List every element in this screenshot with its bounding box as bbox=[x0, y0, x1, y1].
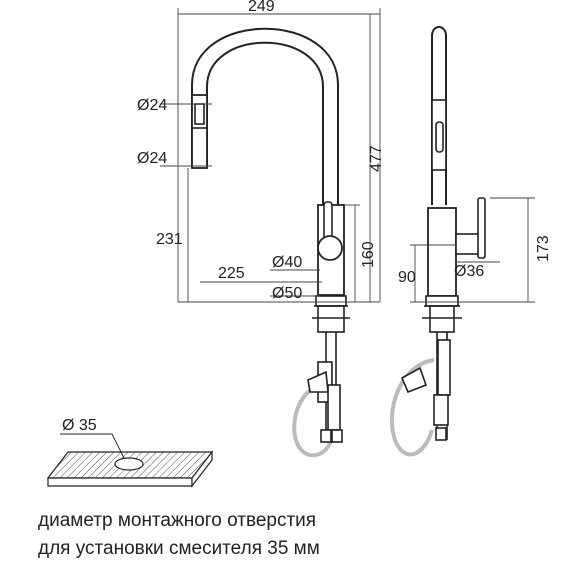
side-view bbox=[389, 26, 486, 457]
caption-line-1: диаметр монтажного отверстия bbox=[38, 510, 317, 531]
front-handle-knob bbox=[317, 235, 343, 261]
dim-height-total: 477 bbox=[368, 145, 385, 172]
front-view bbox=[191, 27, 350, 458]
dim-body-height: 231 bbox=[156, 231, 183, 248]
front-dimension-lines bbox=[160, 8, 381, 303]
front-spout-arch bbox=[191, 27, 339, 205]
dim-reach: 225 bbox=[218, 265, 245, 282]
dim-spout-lower-diameter: Ø24 bbox=[137, 150, 167, 167]
dim-side-handle-diameter: Ø36 bbox=[454, 263, 484, 280]
side-pullout-hose bbox=[389, 358, 435, 457]
side-base bbox=[425, 295, 459, 307]
dim-base-diameter: Ø50 bbox=[272, 285, 302, 302]
countertop-hole-drawing bbox=[46, 433, 214, 488]
side-body-column bbox=[427, 207, 457, 297]
dim-handle-diameter: Ø40 bbox=[272, 254, 302, 271]
dim-body-column-height: 160 bbox=[360, 241, 377, 268]
mounting-hole bbox=[114, 457, 144, 471]
caption-line-2: для установки смесителя 35 мм bbox=[38, 538, 320, 559]
dim-side-base-height: 90 bbox=[398, 269, 416, 286]
dim-width-total: 249 bbox=[248, 0, 275, 15]
hole-diameter-label: Ø 35 bbox=[62, 417, 97, 434]
dim-spout-upper-diameter: Ø24 bbox=[137, 97, 167, 114]
side-handle bbox=[455, 233, 481, 255]
side-spout bbox=[431, 26, 447, 205]
front-base bbox=[315, 295, 347, 307]
side-dimension-lines bbox=[410, 197, 535, 303]
dim-side-total-height: 173 bbox=[535, 235, 552, 262]
